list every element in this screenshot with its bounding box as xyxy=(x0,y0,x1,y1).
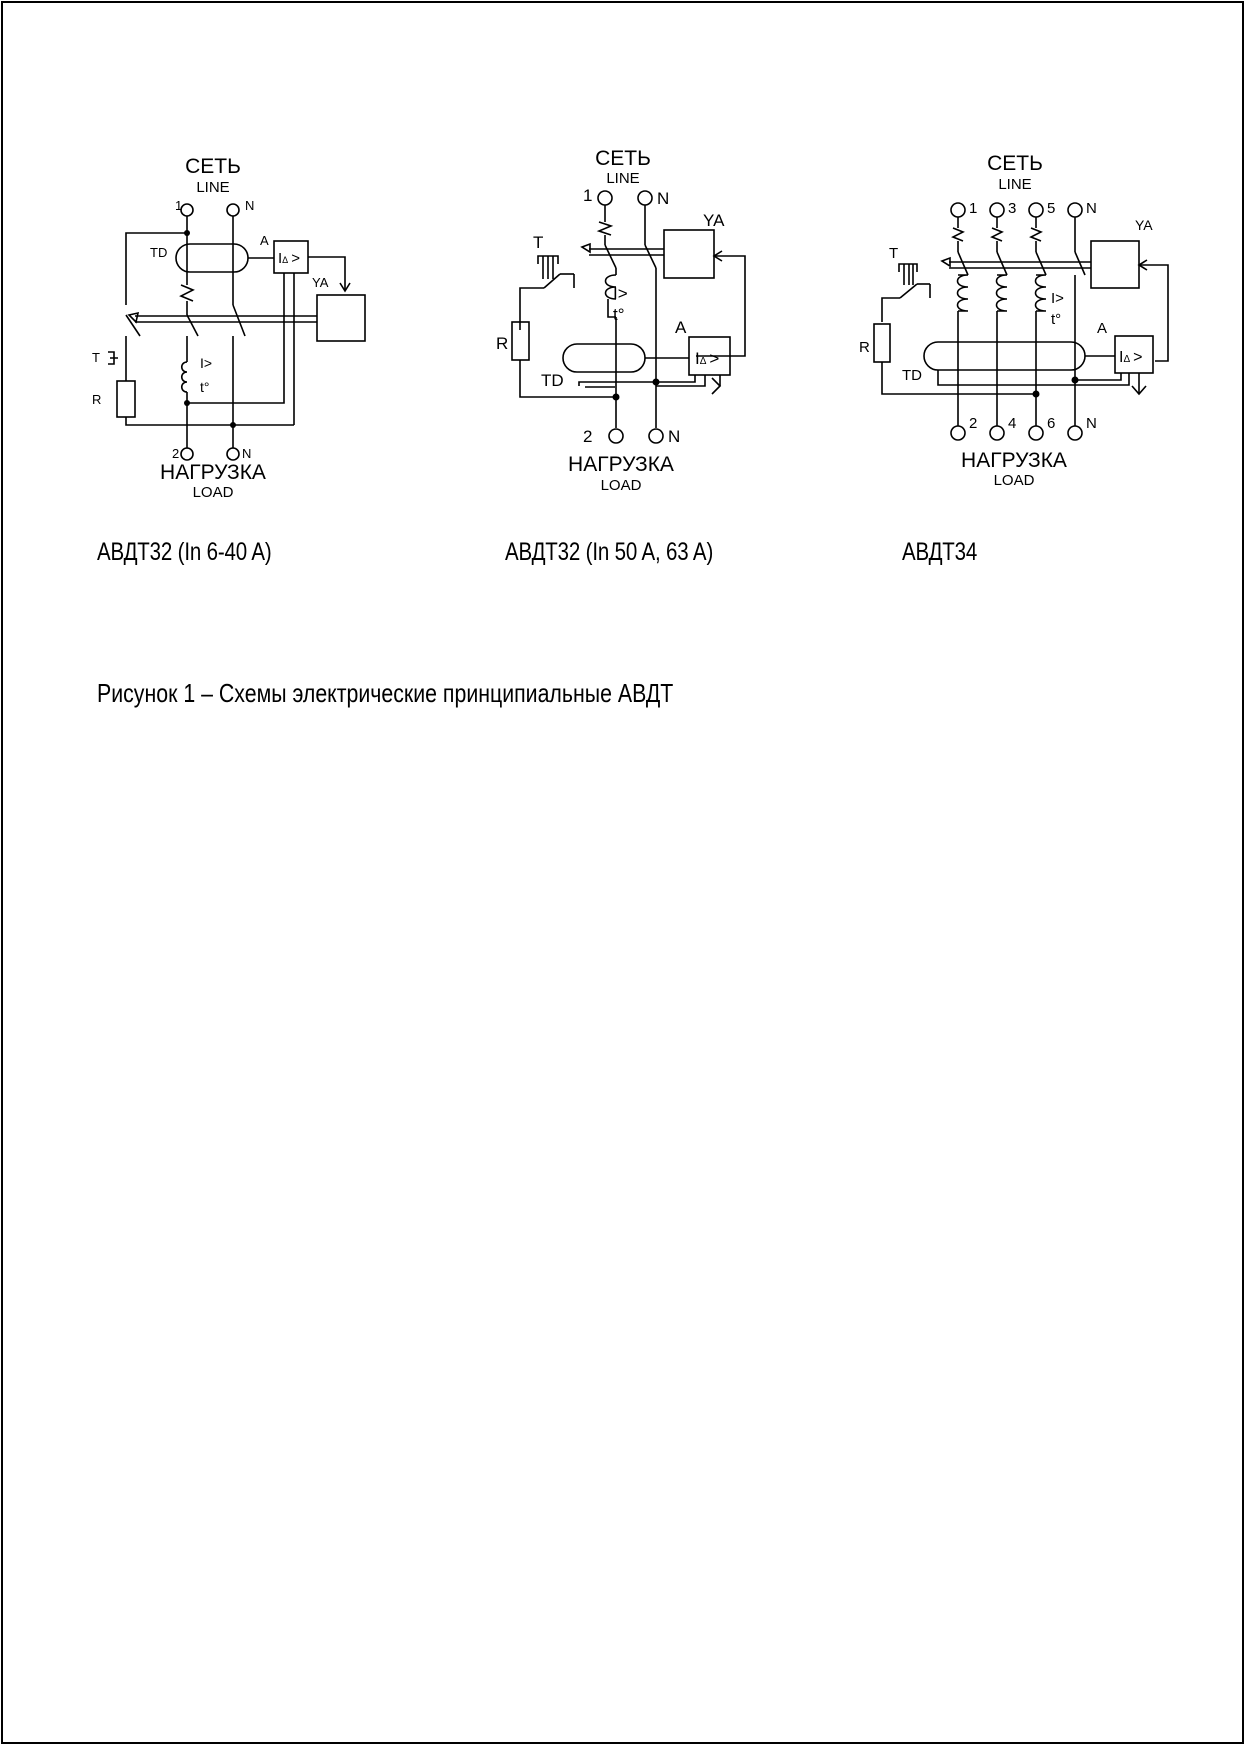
terminal-bottom-neutral xyxy=(648,428,664,444)
terminal-label-bottom: 6 xyxy=(1047,415,1055,432)
terminal-label-top: N xyxy=(657,189,669,208)
svg-text:IΔ>: IΔ> xyxy=(695,349,719,368)
line-label-ru: СЕТЬ xyxy=(987,152,1043,175)
line-label-en: LINE xyxy=(998,176,1031,193)
t-label: T xyxy=(533,233,543,252)
terminal-bottom-neutral xyxy=(226,447,240,461)
terminal-label-top: 1 xyxy=(969,200,977,217)
terminal-label-bottom: 2 xyxy=(172,446,179,461)
line-label-ru: СЕТЬ xyxy=(185,155,241,178)
schematic-avdt32-50-63: СЕТЬ LINE 1 N YA T I> t° R TD A IΔ> xyxy=(496,147,746,494)
schematic-avdt32-6-40: СЕТЬ LINE 1 N TD A IΔ> YA I> t° T R xyxy=(92,155,366,501)
caption-avdt32-50-63: АВДТ32 (In 50 A, 63 A) xyxy=(505,538,714,566)
rcd-relay-box xyxy=(688,336,731,376)
ya-trip-coil xyxy=(1090,240,1140,289)
td-label: TD xyxy=(150,245,167,260)
a-label: A xyxy=(260,233,269,248)
terminal-label-top: 1 xyxy=(175,198,182,213)
svg-text:IΔ>: IΔ> xyxy=(1119,349,1142,366)
terminal-label-bottom: N xyxy=(1086,415,1097,432)
terminal-top-neutral xyxy=(637,190,653,206)
terminal-top-neutral xyxy=(226,203,240,217)
thermal-label: t° xyxy=(200,379,210,395)
terminal-label-top: 1 xyxy=(583,186,592,205)
r-label: R xyxy=(92,392,101,407)
load-label-en: LOAD xyxy=(601,477,642,494)
terminal-bottom-phase xyxy=(180,447,194,461)
ya-trip-coil xyxy=(663,229,715,279)
terminal-bottom-l1 xyxy=(950,425,966,441)
caption-avdt34: АВДТ34 xyxy=(902,538,978,566)
schematic-avdt34: СЕТЬ LINE 1 3 5 N YA T I> t° R TD xyxy=(859,152,1169,489)
test-resistor xyxy=(873,323,891,363)
terminal-label-top: 5 xyxy=(1047,200,1055,217)
test-resistor xyxy=(116,380,136,418)
terminal-label-top: N xyxy=(1086,200,1097,217)
t-label: T xyxy=(889,245,898,262)
rcd-relay-box xyxy=(1114,335,1154,374)
a-label: A xyxy=(675,318,687,337)
thermal-label: t° xyxy=(1051,311,1061,328)
t-label: T xyxy=(92,350,100,365)
ya-label: YA xyxy=(1135,217,1153,233)
overcurrent-label: I> xyxy=(1051,290,1064,307)
terminal-top-l3 xyxy=(1028,202,1044,218)
terminal-label-bottom: N xyxy=(668,427,680,446)
line-label-ru: СЕТЬ xyxy=(595,147,651,170)
terminal-bottom-phase xyxy=(608,428,624,444)
terminal-bottom-l3 xyxy=(1028,425,1044,441)
load-label-ru: НАГРУЗКА xyxy=(961,449,1067,472)
line-label-en: LINE xyxy=(606,170,639,187)
terminal-top-neutral xyxy=(1067,202,1083,218)
a-label: A xyxy=(1097,320,1107,337)
terminal-bottom-neutral xyxy=(1067,425,1083,441)
terminal-top-phase xyxy=(180,203,194,217)
load-label-ru: НАГРУЗКА xyxy=(160,461,266,484)
ya-trip-coil xyxy=(316,294,366,342)
figure-caption: Рисунок 1 – Схемы электрические принципи… xyxy=(97,678,674,708)
td-transformer xyxy=(562,343,646,373)
caption-avdt32-6-40: АВДТ32 (In 6-40 A) xyxy=(97,538,272,566)
terminal-label-top: N xyxy=(245,198,254,213)
terminal-label-top: 3 xyxy=(1008,200,1016,217)
load-label-en: LOAD xyxy=(994,472,1035,489)
td-label: TD xyxy=(902,367,922,384)
overcurrent-label: I> xyxy=(200,355,212,371)
r-label: R xyxy=(496,334,508,353)
terminal-label-bottom: 4 xyxy=(1008,415,1016,432)
overcurrent-label: I> xyxy=(613,284,628,303)
terminal-top-l2 xyxy=(989,202,1005,218)
terminal-label-bottom: 2 xyxy=(583,427,592,446)
terminal-top-l1 xyxy=(950,202,966,218)
td-label: TD xyxy=(541,371,564,390)
terminal-label-bottom: N xyxy=(242,446,251,461)
svg-text:IΔ>: IΔ> xyxy=(278,250,300,267)
line-label-en: LINE xyxy=(196,179,229,196)
terminal-top-phase xyxy=(597,190,613,206)
r-label: R xyxy=(859,339,870,356)
load-label-ru: НАГРУЗКА xyxy=(568,453,674,476)
ya-label: YA xyxy=(703,211,725,230)
td-transformer xyxy=(923,341,1086,371)
terminal-label-bottom: 2 xyxy=(969,415,977,432)
load-label-en: LOAD xyxy=(193,484,234,501)
thermal-label: t° xyxy=(613,305,625,324)
ya-label: YA xyxy=(312,275,329,290)
terminal-bottom-l2 xyxy=(989,425,1005,441)
